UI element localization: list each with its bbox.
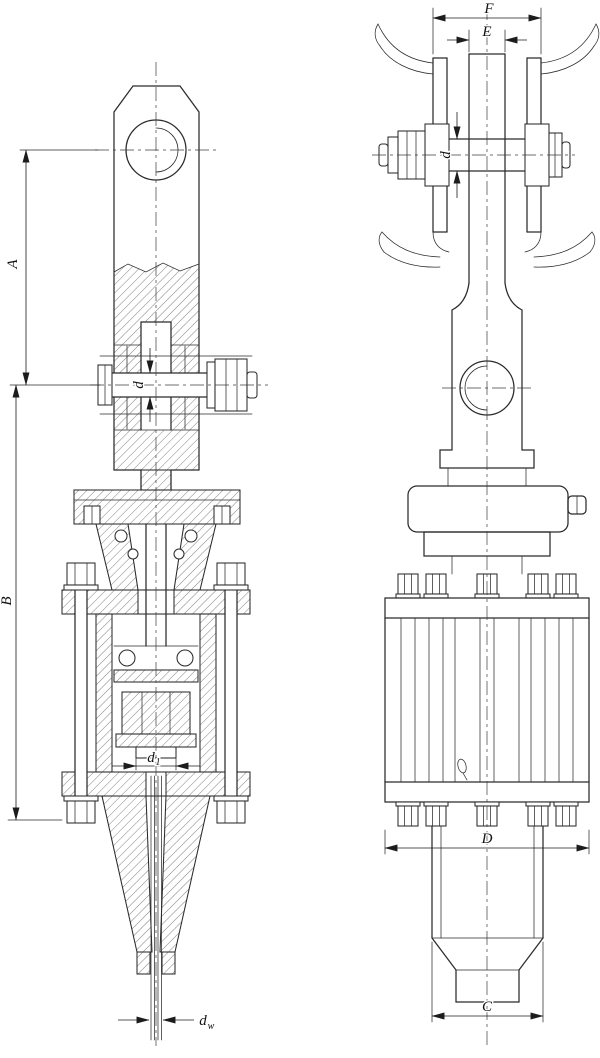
dim-D: D <box>384 829 590 855</box>
dim-label-d1-sub: 1 <box>156 757 161 768</box>
drain-hole <box>457 758 467 774</box>
clevis-body-outline <box>113 85 200 471</box>
clamp-barrel-side <box>384 617 590 783</box>
conductor-wires <box>150 775 162 1041</box>
bearing-ball <box>127 548 139 560</box>
tie-bolt-nut <box>66 800 96 824</box>
adjacent-part-curves <box>374 23 600 268</box>
dim-label-a: A <box>5 259 21 270</box>
front-section-view: A B d d 1 d w <box>0 62 268 1046</box>
dim-label-d-width: D <box>481 831 493 847</box>
bearing-ball <box>114 529 128 543</box>
tie-bolt-head <box>216 562 246 586</box>
lower-body-side <box>431 825 544 1003</box>
bearing-ball <box>118 649 136 667</box>
wedge-socket <box>101 795 211 975</box>
dim-label-f: F <box>483 1 494 17</box>
dim-B: B <box>0 384 63 821</box>
barrel-wall-left <box>95 613 113 773</box>
stud-heads <box>395 573 579 599</box>
bearing-ball <box>173 548 185 560</box>
bearing-ball <box>176 649 194 667</box>
dim-label-b: B <box>0 596 15 605</box>
bearing-ball <box>184 529 198 543</box>
top-flange <box>73 489 241 525</box>
stud-nuts <box>395 801 579 827</box>
dim-d-side: d <box>437 112 461 198</box>
tie-bolt-nut <box>216 800 246 824</box>
dim-F: F <box>432 0 542 55</box>
dim-label-c: C <box>482 999 493 1015</box>
dim-label-d-side: d <box>438 151 454 159</box>
dim-dw: d w <box>118 1012 216 1033</box>
tie-bolt-right <box>213 562 249 824</box>
dim-label-dw-sub: w <box>208 1021 215 1032</box>
dim-E: E <box>447 23 527 53</box>
side-view: F E d D C <box>372 0 600 1048</box>
barrel-wall-right <box>199 613 217 773</box>
dim-A: A <box>4 149 101 386</box>
dim-C: C <box>431 941 544 1023</box>
dim-d1: d 1 <box>112 749 200 771</box>
dim-label-d1: d <box>147 750 155 766</box>
dim-label-e: E <box>481 24 491 40</box>
dim-label-dw: d <box>199 1013 207 1029</box>
tie-bolt-head <box>66 562 96 586</box>
dim-d-bolt: d <box>130 348 154 422</box>
swivel-flange <box>407 485 587 575</box>
tie-bolt-left <box>63 562 99 824</box>
dim-label-d-front: d <box>131 381 147 389</box>
